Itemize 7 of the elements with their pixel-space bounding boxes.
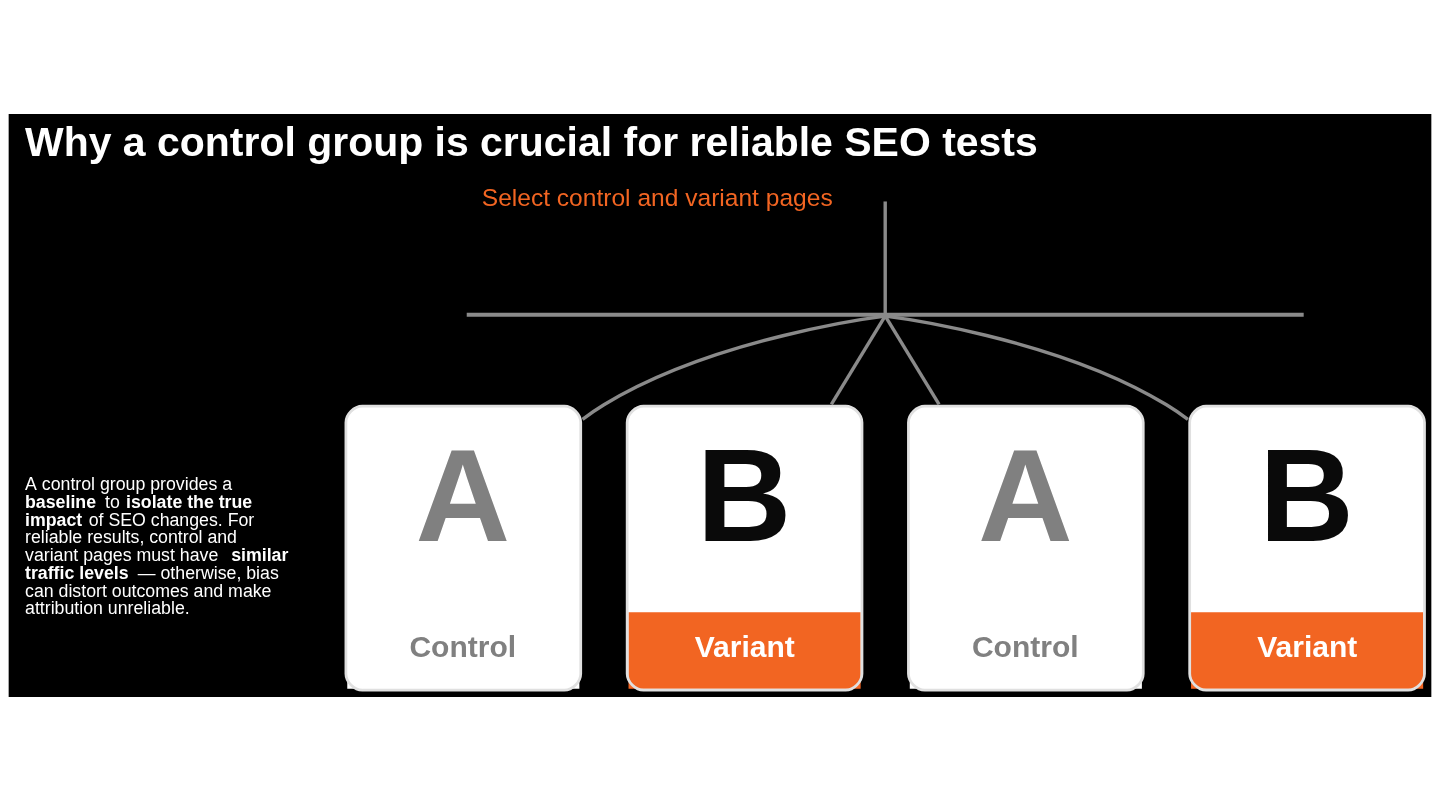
- label: Select control and variant pages: [481, 183, 833, 211]
- diagram-title: Why a control group is crucial for reliable SEO tests: [25, 118, 1038, 165]
- label: A control group provides a baseline to isolate the true impact of SEO changes. For reliable results, control and variant pages must have similar traffic levels — otherwise, bias can distort outcomes and make attribution unreliable.: [25, 473, 289, 618]
- connector: [885, 313, 1189, 421]
- node-bar: [466, 312, 1304, 317]
- connector: [581, 313, 886, 421]
- connector: [883, 200, 887, 313]
